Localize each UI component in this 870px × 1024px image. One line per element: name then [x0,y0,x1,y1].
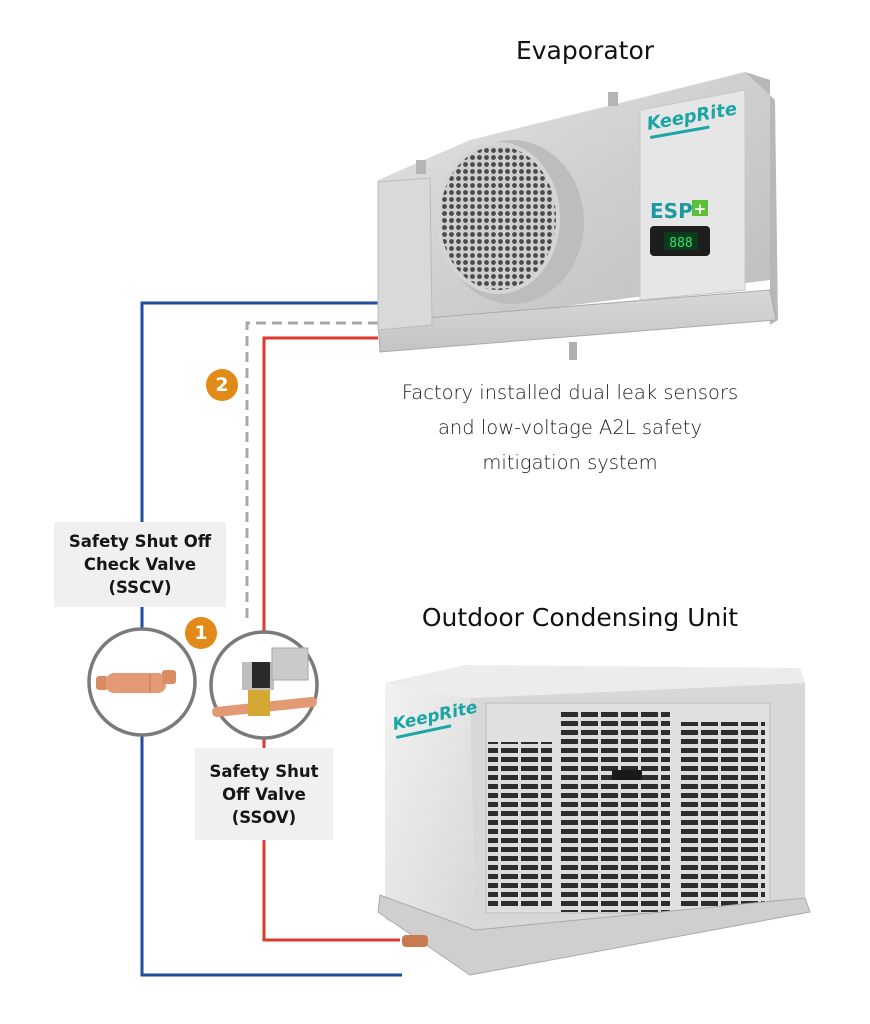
sscv-label-line: Check Valve [83,555,197,574]
sscv-label-line: Safety Shut Off [68,532,212,551]
sscv-label-line: (SSCV) [108,578,172,597]
ssov-label-line: (SSOV) [231,807,297,827]
marker-badge-2: 2 [206,369,238,401]
condensing-unit-title: Outdoor Condensing Unit [421,603,739,632]
ssov-label-line: Safety Shut [209,761,319,781]
evaporator-caption: Factory installed dual leak sensors and … [370,375,770,480]
sscv-label: Safety Shut Off Check Valve (SSCV) [54,522,226,607]
ssov-label: Safety Shut Off Valve (SSOV) [195,748,333,840]
marker-badge-1: 1 [185,617,217,649]
caption-line: Factory installed dual leak sensors [401,381,739,404]
ssov-label-line: Off Valve [222,784,306,804]
caption-line: mitigation system [482,451,658,474]
suction-line [140,301,402,977]
wiring-line-dashed [245,321,378,622]
caption-line: and low-voltage A2L safety [437,416,703,439]
evaporator-title: Evaporator [515,36,655,65]
